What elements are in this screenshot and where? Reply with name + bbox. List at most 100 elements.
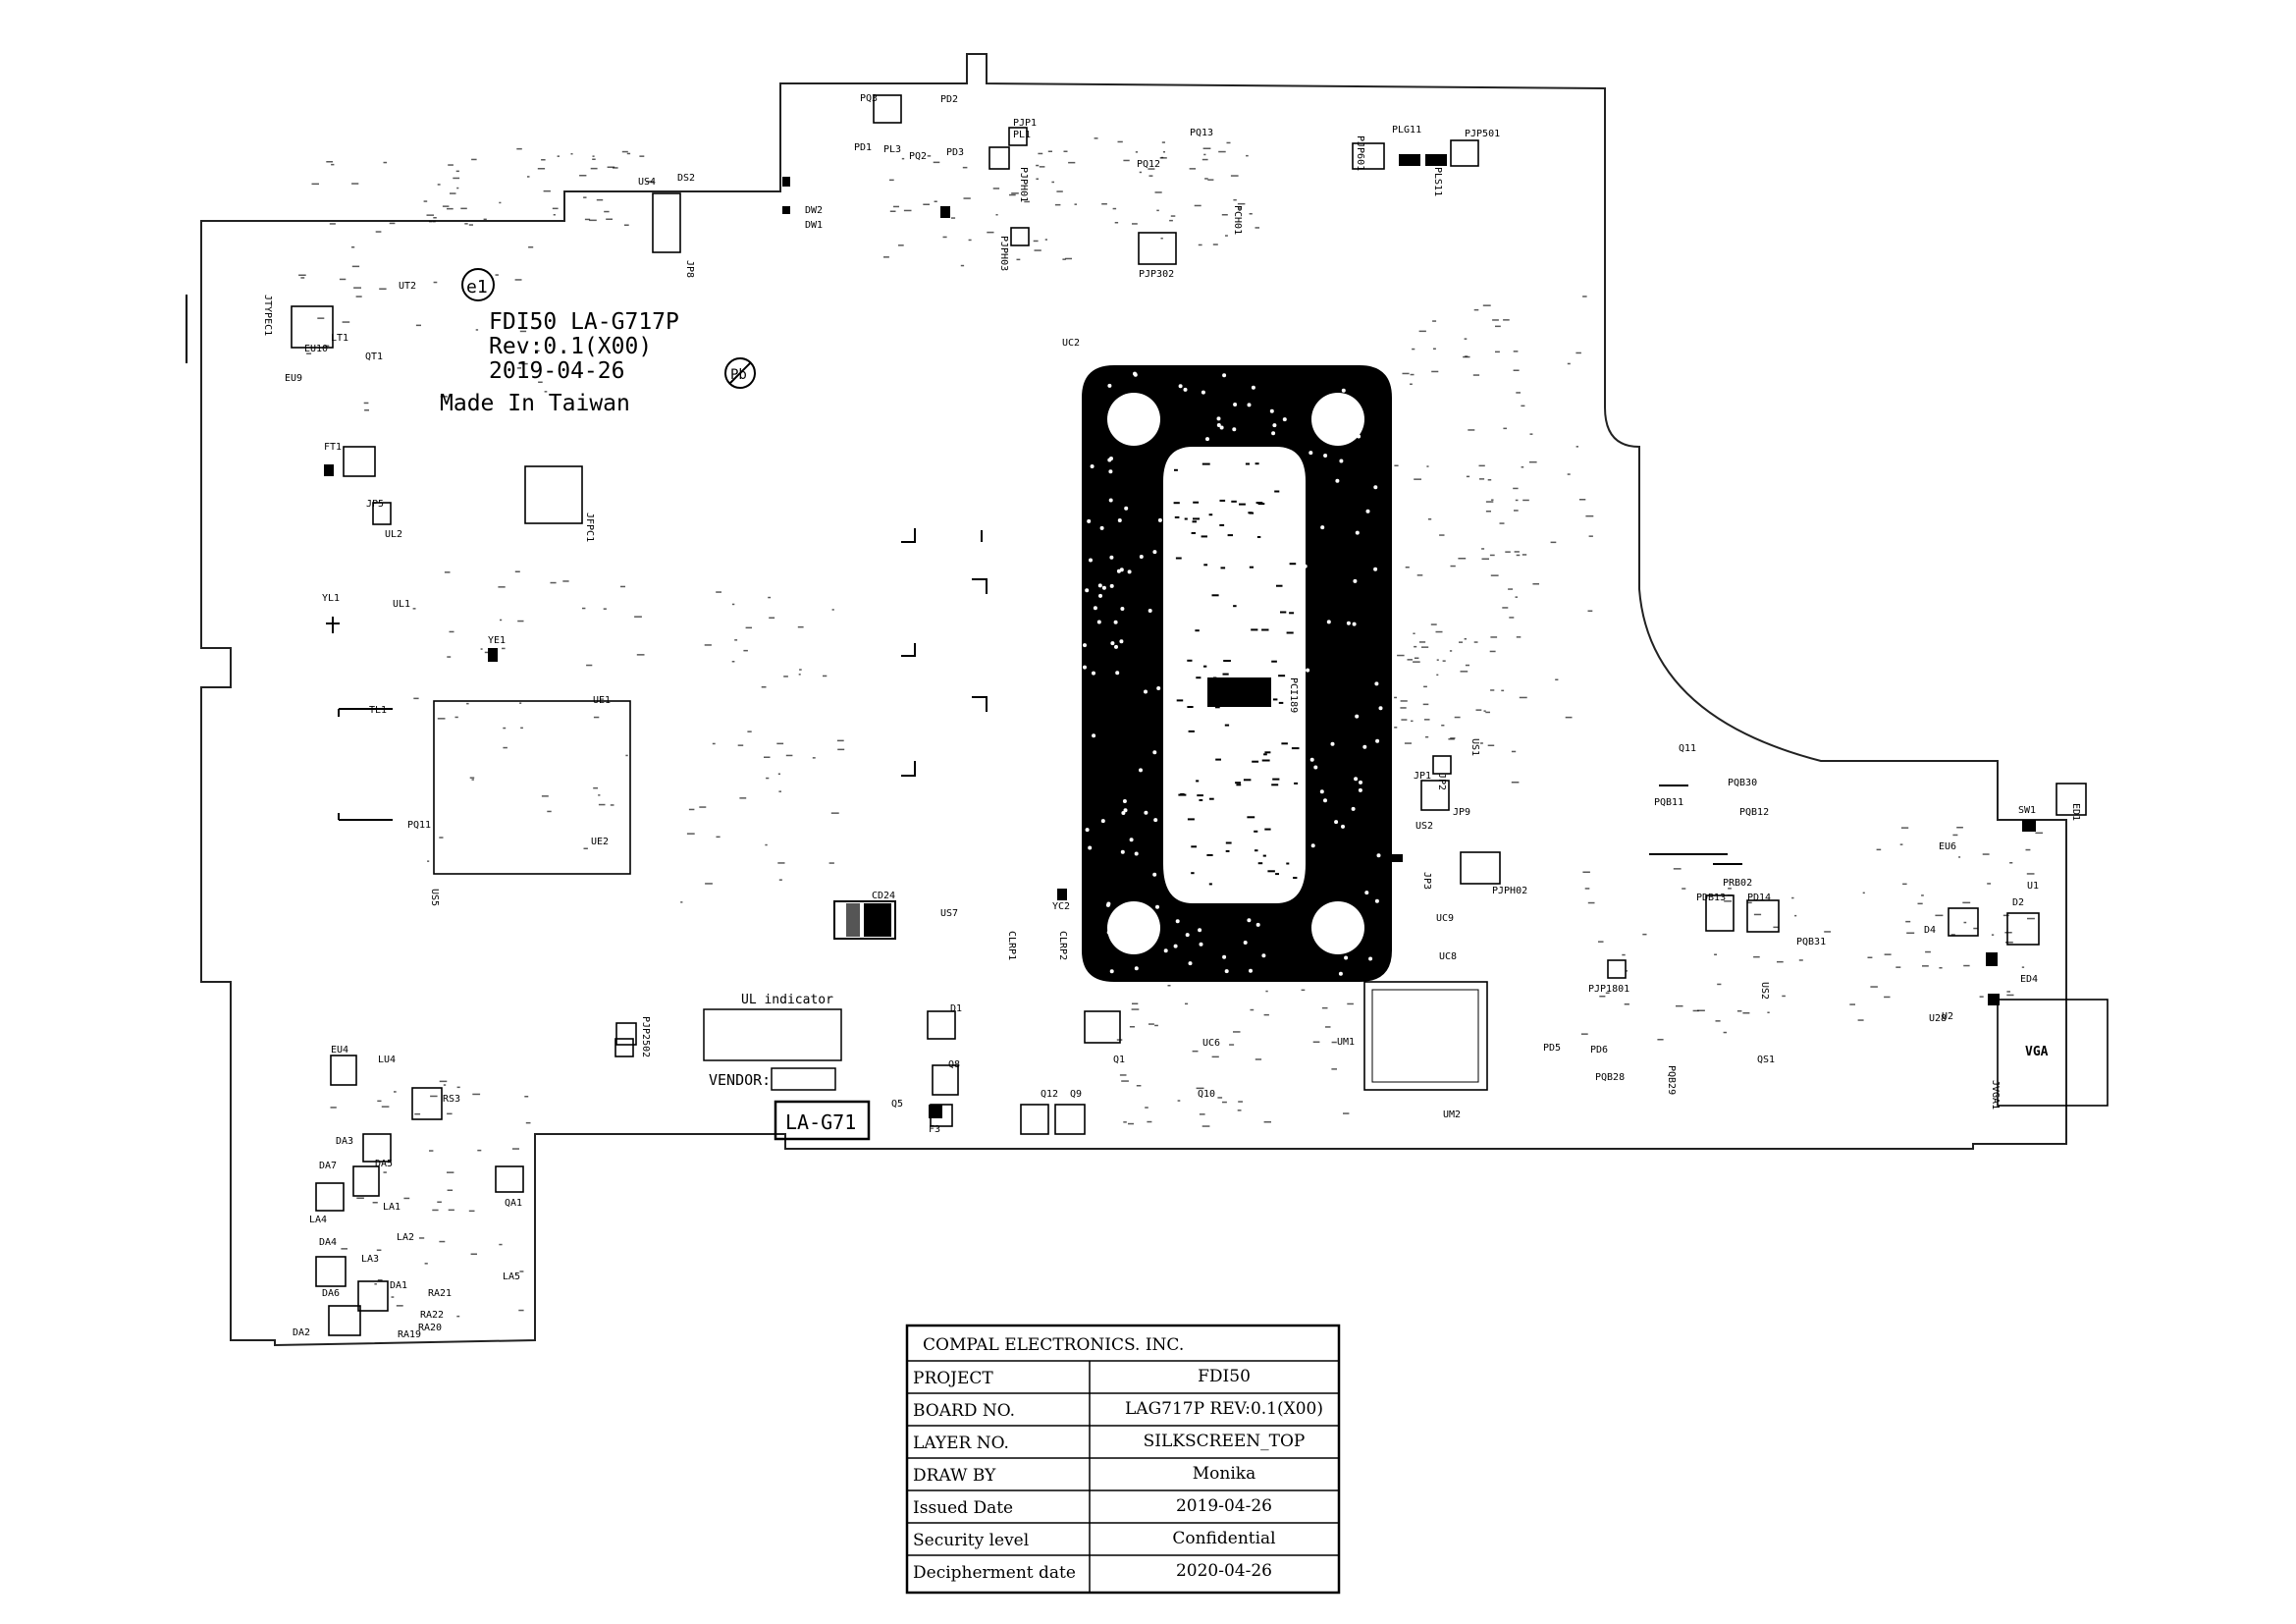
ul-indicator-label: UL indicator (741, 993, 833, 1007)
component-label: TL1 (369, 705, 387, 716)
silkscreen-mark (1203, 153, 1206, 156)
silkscreen-mark (544, 391, 548, 393)
silkscreen-mark (448, 164, 454, 166)
silkscreen-mark (472, 1093, 481, 1096)
component-label: LT1 (331, 333, 348, 344)
silkscreen-mark (1132, 1002, 1139, 1004)
silkscreen-mark (1516, 554, 1521, 557)
silkscreen-mark (1723, 1031, 1727, 1034)
component-label: US7 (940, 908, 958, 919)
cpu-tick (1276, 584, 1283, 587)
heatsink-frame (1082, 365, 1392, 982)
silkscreen-mark (1159, 157, 1167, 159)
title-block-value: Monika (1193, 1464, 1255, 1484)
silkscreen-mark (364, 409, 369, 411)
cpu-tick (1272, 698, 1278, 701)
silkscreen-mark (1011, 192, 1019, 194)
silkscreen-mark (413, 697, 419, 700)
cpu-tick (1222, 673, 1229, 676)
silkscreen-mark (1116, 1039, 1123, 1041)
silkscreen-mark (1490, 636, 1498, 638)
silkscreen-mark (621, 150, 628, 153)
silkscreen-mark (1862, 892, 1865, 894)
silkscreen-mark (1414, 645, 1417, 648)
heatsink-dot (1157, 517, 1162, 522)
heatsink-dot (1251, 385, 1255, 390)
silkscreen-mark (603, 608, 607, 610)
silkscreen-mark (1212, 244, 1218, 245)
silkscreen-mark (1578, 499, 1586, 501)
heatsink-dot (1323, 454, 1328, 458)
component-label: DS2 (677, 173, 695, 184)
silkscreen-mark (300, 277, 305, 279)
component-label: EU4 (331, 1045, 348, 1056)
silkscreen-mark (1129, 1026, 1135, 1028)
silkscreen-mark (1394, 696, 1397, 699)
silkscreen-mark (766, 777, 770, 780)
cpu-tick (1208, 514, 1213, 516)
silkscreen-mark (1112, 207, 1117, 210)
silkscreen-mark (1867, 956, 1873, 958)
pb-free-circle (724, 357, 756, 389)
silkscreen-mark (351, 265, 360, 268)
silkscreen-mark (828, 862, 834, 864)
silkscreen-mark (466, 702, 469, 705)
silkscreen-mark (439, 1080, 448, 1083)
silkscreen-mark (1413, 632, 1415, 634)
silkscreen-mark (475, 329, 479, 331)
silkscreen-mark (1499, 522, 1505, 524)
component-label: D2 (2012, 897, 2024, 908)
heatsink-dot (1134, 851, 1139, 856)
cpu-tick (1196, 677, 1201, 679)
mount-hole-tl (1107, 393, 1160, 446)
component-label: CLRP2 (1057, 931, 1068, 960)
silkscreen-mark (705, 883, 713, 885)
cpu-tick (1219, 499, 1226, 502)
heatsink-dot (1089, 558, 1093, 563)
heatsink-dot (1282, 417, 1287, 422)
silkscreen-mark (1117, 140, 1123, 143)
silkscreen-mark (1047, 150, 1052, 152)
heatsink-dot (1357, 434, 1362, 439)
cpu-tick (1215, 706, 1220, 709)
silkscreen-mark (1039, 166, 1045, 168)
silkscreen-mark (1229, 1044, 1235, 1046)
pb-free-mark: Pb (730, 367, 747, 383)
silkscreen-mark (1514, 551, 1520, 553)
component-label: UL1 (393, 599, 410, 610)
silkscreen-mark (424, 1263, 428, 1265)
silkscreen-mark (1753, 913, 1762, 916)
cpu-tick (1293, 877, 1298, 879)
silkscreen-mark (443, 1084, 447, 1086)
silkscreen-mark (1394, 727, 1398, 729)
silkscreen-mark (1528, 460, 1537, 463)
silkscreen-mark (1521, 466, 1524, 468)
component-label: ED1 (2070, 803, 2081, 821)
silkscreen-mark (1255, 1058, 1262, 1060)
silkscreen-mark (1154, 191, 1162, 193)
component-label: PQ11 (407, 820, 431, 831)
silkscreen-mark (778, 879, 782, 881)
component-label: RA22 (420, 1310, 444, 1321)
cpu-tick (1247, 816, 1255, 819)
silkscreen-mark (889, 179, 894, 182)
silkscreen-mark (623, 224, 629, 226)
cpu-tick (1275, 873, 1279, 876)
silkscreen-mark (1430, 623, 1437, 625)
silkscreen-mark (1487, 744, 1495, 746)
silkscreen-mark (1148, 175, 1153, 177)
silkscreen-mark (1513, 351, 1519, 352)
component-label: PLG11 (1392, 125, 1421, 135)
component-label: JP2 (1436, 773, 1447, 790)
cpu-tick (1235, 782, 1241, 785)
silkscreen-mark (1238, 1101, 1243, 1103)
heatsink-dot (1109, 555, 1114, 560)
component-label: JTYPEC1 (262, 295, 273, 336)
silkscreen-mark (743, 649, 748, 652)
silkscreen-mark (495, 274, 499, 276)
heatsink-dot (1108, 469, 1113, 474)
title-block-label: BOARD NO. (913, 1401, 1015, 1421)
silkscreen-mark (1199, 1113, 1205, 1115)
heatsink-dot (1323, 798, 1327, 803)
heatsink-dot (1162, 514, 1167, 518)
